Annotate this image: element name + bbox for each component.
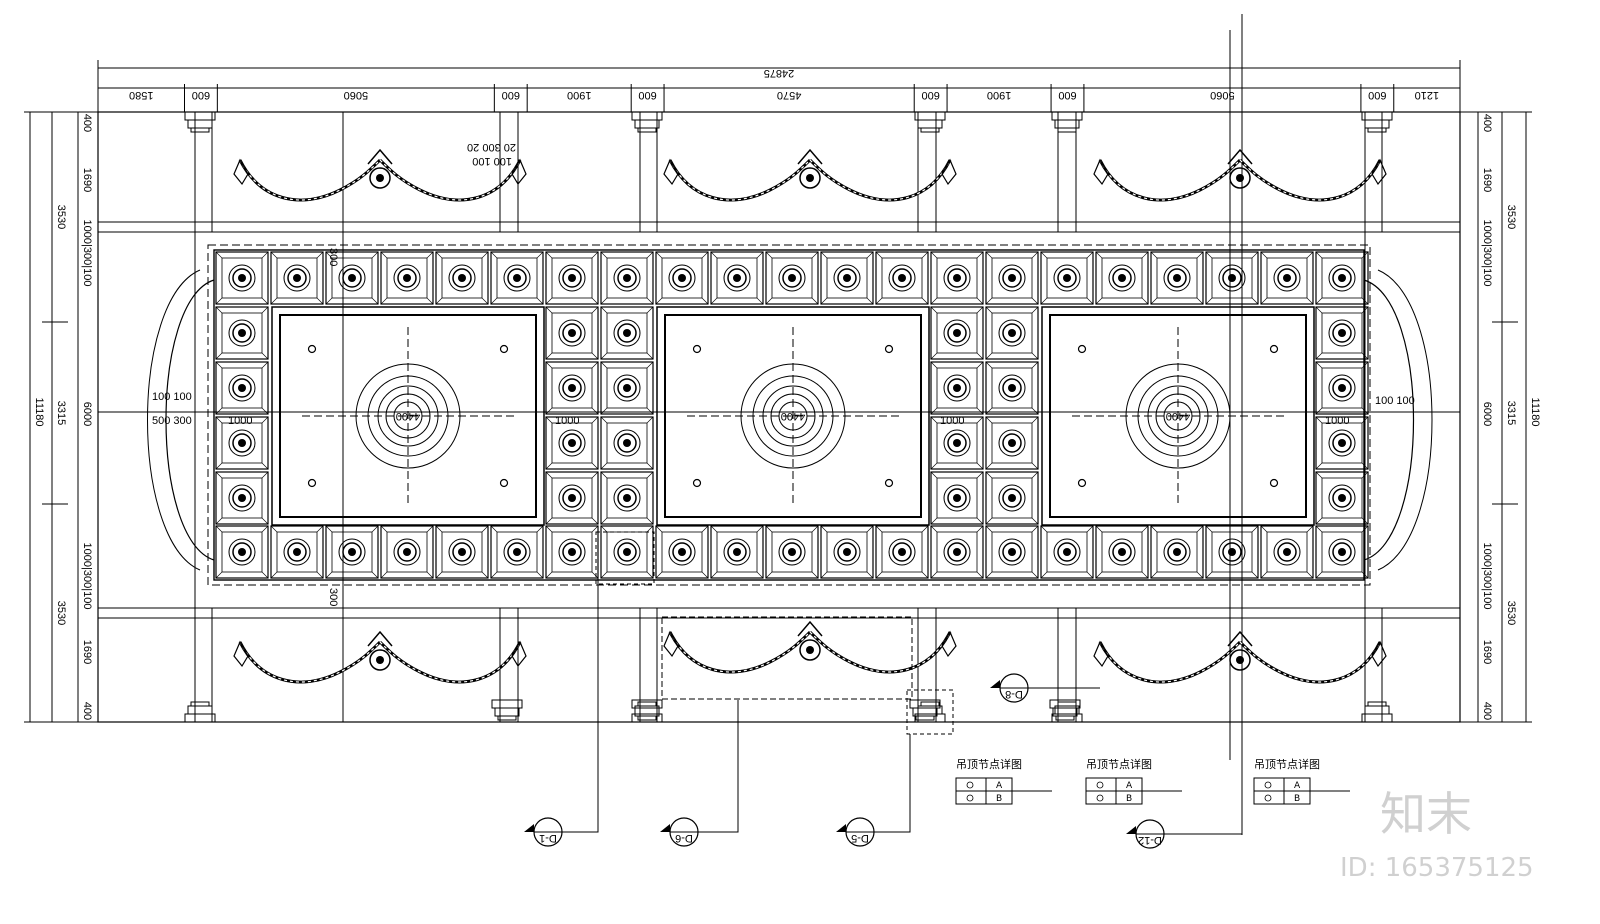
- misc-label-1000a: 1000: [228, 415, 252, 427]
- right-dimensions: 11180 3530 3315 3530 400 1690 1000|300|100 600…: [1460, 111, 1541, 723]
- misc-labels: 20 300 20 100 100 100 100 500 300 1000 1…: [152, 141, 1415, 606]
- right-mid-label: 3315: [1505, 401, 1517, 425]
- top-dim-label: 4570: [777, 89, 801, 101]
- left-inner-label: 1690: [81, 640, 93, 664]
- right-inner-label: 6000: [1481, 402, 1493, 426]
- misc-label-right: 100 100: [1375, 395, 1415, 407]
- misc-label-left1: 100 100: [152, 391, 192, 403]
- left-inner-label: 1000|300|100: [81, 543, 93, 610]
- panel-dim-label: 4400: [781, 410, 805, 422]
- right-mid-label: 3530: [1505, 205, 1517, 229]
- top-dimensions: 24875 1580 600 5060 600 1900 600 4570 600 1900 60…: [97, 60, 1461, 112]
- left-total-label: 11180: [33, 398, 45, 427]
- left-inner-label: 400: [81, 114, 93, 132]
- watermark-logo: 知末: [1380, 787, 1472, 841]
- left-mid-label: 3315: [55, 401, 67, 425]
- left-inner-label: 1690: [81, 168, 93, 192]
- top-dim-label: 1900: [987, 89, 1011, 101]
- right-inner-label: 400: [1481, 702, 1493, 720]
- misc-label-top2: 100 100: [472, 155, 512, 167]
- legend-row: A: [996, 781, 1003, 791]
- misc-label-left2: 500 300: [152, 415, 192, 427]
- garland-ornaments: [232, 148, 1388, 735]
- legend-title: 吊顶节点详图: [1086, 757, 1152, 771]
- callout-code: D-5: [851, 832, 869, 844]
- misc-label-300b: 300: [327, 588, 339, 606]
- misc-label-1000c: 1000: [940, 415, 964, 427]
- misc-label-1000b: 1000: [555, 415, 579, 427]
- legend-row: B: [1126, 794, 1132, 804]
- panel-dim-label: 4400: [1166, 410, 1190, 422]
- left-mid-label: 3530: [55, 205, 67, 229]
- misc-label-top: 20 300 20: [467, 141, 516, 153]
- left-inner-label: 1000|300|100: [81, 220, 93, 287]
- right-total-label: 11180: [1529, 398, 1541, 427]
- legend-row: B: [1294, 794, 1300, 804]
- top-dim-label: 600: [502, 89, 520, 101]
- callout-code: D-8: [1005, 688, 1023, 700]
- left-dimensions: 11180 3530 3315 3530 400 1690 1000|300|100 600…: [24, 111, 98, 723]
- outer-frame: [97, 14, 1461, 835]
- watermark: 知末 ID: 165375125: [1340, 787, 1534, 883]
- top-dim-label: 600: [1058, 89, 1076, 101]
- legend-title: 吊顶节点详图: [956, 757, 1022, 771]
- misc-label-1000d: 1000: [1325, 415, 1349, 427]
- left-mid-label: 3530: [55, 601, 67, 625]
- panel-dim-label: 4400: [396, 410, 420, 422]
- top-dim-label: 600: [921, 89, 939, 101]
- top-dim-label: 1580: [129, 89, 153, 101]
- left-inner-label: 6000: [81, 402, 93, 426]
- callout-code: D-6: [675, 832, 693, 844]
- misc-label-300a: 300: [327, 248, 339, 266]
- legend-title: 吊顶节点详图: [1254, 757, 1320, 771]
- callout-code: D-1: [539, 832, 557, 844]
- right-inner-label: 1690: [1481, 640, 1493, 664]
- beams: [98, 112, 1460, 722]
- top-dim-label: 5060: [1210, 89, 1234, 101]
- callout-code: D-12: [1138, 834, 1162, 846]
- right-inner-label: 1000|300|100: [1481, 220, 1493, 287]
- central-panels: 4400 4400 4400: [271, 306, 1315, 526]
- top-dim-label: 5060: [344, 89, 368, 101]
- left-inner-label: 400: [81, 702, 93, 720]
- top-dim-label: 600: [638, 89, 656, 101]
- right-inner-label: 400: [1481, 114, 1493, 132]
- top-dim-label: 600: [1368, 89, 1386, 101]
- section-callouts: D-1 D-6 D-5 D-12 D-8: [524, 560, 1243, 849]
- legend-row: B: [996, 794, 1002, 804]
- right-inner-label: 1000|300|100: [1481, 543, 1493, 610]
- legend-row: A: [1126, 781, 1133, 791]
- overall-width-label: 24875: [764, 67, 795, 79]
- right-mid-label: 3530: [1505, 601, 1517, 625]
- top-dim-label: 1210: [1415, 89, 1439, 101]
- top-dim-label: 600: [192, 89, 210, 101]
- legend-row: A: [1294, 781, 1301, 791]
- watermark-id: ID: 165375125: [1340, 853, 1534, 883]
- right-inner-label: 1690: [1481, 168, 1493, 192]
- top-dim-label: 1900: [567, 89, 591, 101]
